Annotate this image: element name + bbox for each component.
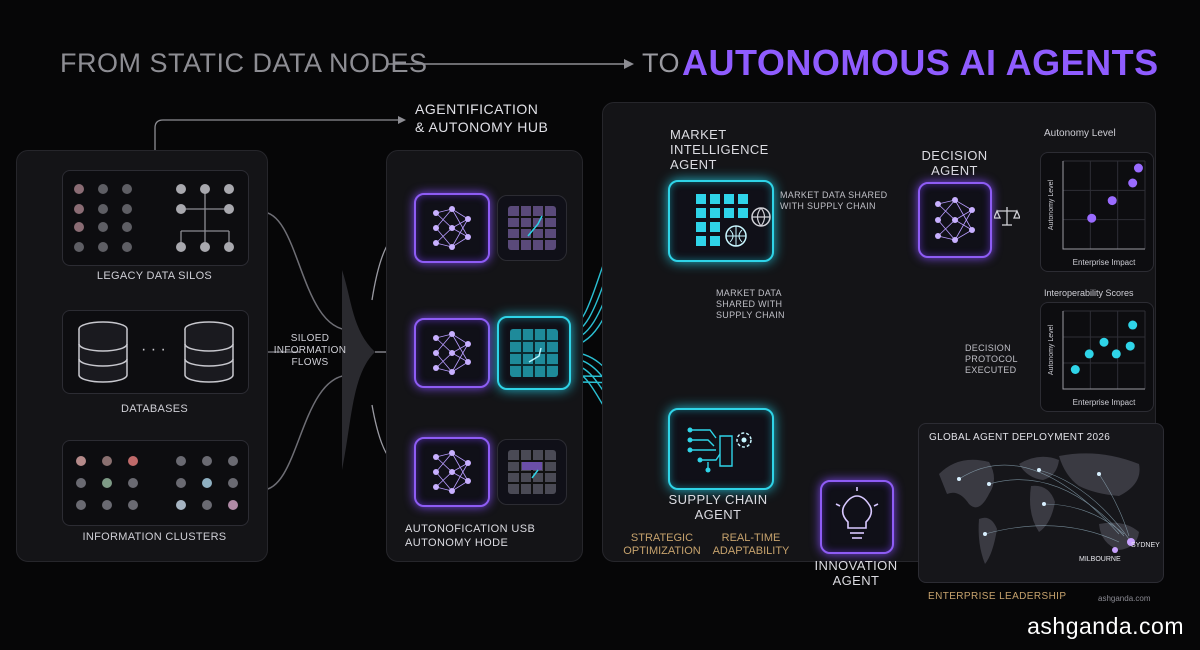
chart-ylabel: Autonomy Level — [1048, 324, 1055, 375]
chart-1-box: Enterprise Impact Autonomy Level — [1040, 152, 1154, 272]
legacy-silos-label: LEGACY DATA SILOS — [96, 270, 213, 282]
neural-network-icon — [433, 206, 471, 250]
innovation-agent-label: INNOVATION AGENT — [814, 558, 898, 588]
chart-2-title: Interoperability Scores — [1044, 288, 1134, 298]
database-icons — [78, 321, 234, 383]
lightbulb-icon — [835, 487, 879, 539]
title-right: AUTONOMOUS AI AGENTS — [682, 42, 1159, 83]
chart-point — [1125, 341, 1135, 351]
data-grid-icon — [510, 329, 558, 377]
siloed-flows-label: SILOED INFORMATION FLOWS — [273, 333, 347, 368]
data-grid-icon — [508, 450, 556, 494]
strategic-optimization-label: STRATEGIC OPTIMIZATION — [623, 532, 701, 557]
hub-neural-node-1 — [414, 193, 490, 263]
decision-protocol-label: DECISION PROTOCOL EXECUTED — [965, 343, 1018, 375]
chart-point — [1099, 337, 1109, 347]
chart-point — [1107, 196, 1117, 206]
chart-axes — [1062, 161, 1145, 250]
hub-grid-node-1 — [497, 195, 567, 261]
decision-agent-label: DECISION AGENT — [921, 148, 988, 178]
chart-2-box: Enterprise Impact Autonomy Level — [1040, 302, 1154, 412]
market-grid-icon — [696, 194, 748, 247]
interoperability-chart: Enterprise Impact Autonomy Level — [1048, 310, 1146, 407]
market-shared-top: MARKET DATA SHARED WITH SUPPLY CHAIN — [780, 190, 888, 211]
title-arrow — [388, 59, 634, 69]
neural-network-icon — [935, 197, 975, 243]
map-city-melbourne: MILBOURNE — [1079, 556, 1121, 563]
hub-bottom-label: AUTONOFICATION USB AUTONOMY HODE — [405, 523, 536, 549]
hub-title: AGENTIFICATION & AUTONOMY HUB — [415, 101, 549, 135]
world-map — [939, 453, 1140, 564]
map-city-sydney: SYDNEY — [1131, 542, 1160, 549]
circuit-icon — [687, 427, 752, 473]
supply-agent-label: SUPPLY CHAIN AGENT — [668, 492, 768, 522]
autonomy-chart: Enterprise Impact Autonomy Level — [1048, 160, 1146, 267]
hub-grid-node-2 — [497, 316, 571, 390]
cluster-dots — [76, 456, 238, 510]
neural-network-icon — [433, 331, 471, 375]
globe-icon — [751, 207, 771, 227]
chart-point — [1087, 213, 1097, 223]
data-grid-icon — [508, 206, 556, 250]
legacy-silos-box — [62, 170, 249, 266]
chart-point — [1070, 365, 1080, 374]
enterprise-leadership-label: ENTERPRISE LEADERSHIP — [928, 591, 1067, 602]
map-title: GLOBAL AGENT DEPLOYMENT 2026 — [929, 432, 1111, 443]
hub-neural-node-2 — [414, 318, 490, 388]
supply-agent-node — [668, 408, 774, 490]
market-shared-mid: MARKET DATA SHARED WITH SUPPLY CHAIN — [716, 288, 785, 320]
site-small-label: ashganda.com — [1098, 594, 1151, 603]
chart-ylabel: Autonomy Level — [1048, 179, 1055, 230]
chart-1-title: Autonomy Level — [1044, 128, 1116, 139]
title-to: TO — [642, 48, 681, 78]
innovation-agent-node — [820, 480, 894, 554]
scale-icon — [994, 207, 1020, 226]
title-left: FROM STATIC DATA NODES — [60, 48, 428, 78]
market-agent-label: MARKET INTELLIGENCE AGENT — [670, 127, 769, 172]
chart-xlabel: Enterprise Impact — [1073, 258, 1136, 267]
chart-axes — [1062, 311, 1145, 390]
chart-point — [1128, 320, 1138, 330]
neural-network-icon — [433, 450, 471, 494]
clusters-label: INFORMATION CLUSTERS — [82, 531, 227, 543]
databases-dots: · · · — [141, 341, 166, 358]
map-panel: GLOBAL AGENT DEPLOYMENT 2026 SYDNEY MILB… — [918, 423, 1164, 583]
chart-point — [1111, 349, 1121, 359]
databases-label: DATABASES — [120, 403, 189, 415]
market-agent-node — [668, 180, 774, 262]
databases-box: · · · — [62, 310, 249, 394]
chart-point — [1133, 163, 1143, 173]
hub-grid-node-3 — [497, 439, 567, 505]
chart-point — [1128, 178, 1138, 188]
hub-neural-node-3 — [414, 437, 490, 507]
chart-xlabel: Enterprise Impact — [1073, 398, 1136, 407]
clusters-box — [62, 440, 249, 526]
realtime-adaptability-label: REAL-TIME ADAPTABILITY — [712, 532, 790, 557]
decision-agent-node — [918, 182, 992, 258]
watermark: ashganda.com — [1027, 613, 1184, 639]
chart-point — [1084, 349, 1094, 359]
legacy-dots — [74, 184, 234, 252]
